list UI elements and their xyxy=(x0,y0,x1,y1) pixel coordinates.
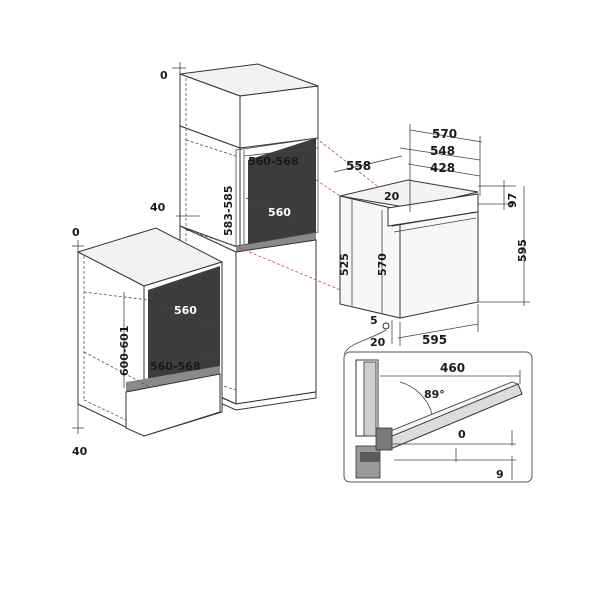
base-opening-height-label: 600-601 xyxy=(118,326,131,377)
oven-front-5-label: 5 xyxy=(370,314,378,327)
oven-width-595-label: 595 xyxy=(422,333,447,347)
oven-depth-428-label: 428 xyxy=(430,161,455,175)
oven-inset-20-top-label: 20 xyxy=(384,190,400,203)
oven-front-20-label: 20 xyxy=(370,336,386,349)
oven-side-558-label: 558 xyxy=(346,159,371,173)
base-top-zero-label: 0 xyxy=(72,226,80,239)
oven-body-height-570-label: 570 xyxy=(376,253,389,276)
door-gap-9-label: 9 xyxy=(496,468,504,481)
door-angle-label: 89° xyxy=(424,388,445,401)
oven-height-97-label: 97 xyxy=(506,193,519,208)
oven-total-height-595-label: 595 xyxy=(516,239,529,262)
door-gap-0-label: 0 xyxy=(458,428,466,441)
door-detail-inset: 460 89° 0 9 xyxy=(343,351,533,483)
base-opening-depth-label: 560 xyxy=(174,304,197,317)
base-cabinet: 0 40 600-601 560-568 560 xyxy=(72,226,224,458)
tall-opening-depth-label: 560 xyxy=(268,206,291,219)
oven: 570 548 428 558 20 97 595 525 570 5 20 5… xyxy=(333,124,530,355)
tall-opening-width-label: 560-568 xyxy=(248,155,299,168)
oven-body-height-525-label: 525 xyxy=(338,253,351,276)
door-open-460-label: 460 xyxy=(440,361,465,375)
base-bottom-40-label: 40 xyxy=(72,445,88,458)
connector-lines xyxy=(239,137,391,311)
oven-depth-570-label: 570 xyxy=(432,127,457,141)
base-opening-width-label: 560-568 xyxy=(150,360,201,373)
tall-top-zero-label: 0 xyxy=(160,69,168,82)
oven-depth-548-label: 548 xyxy=(430,144,455,158)
tall-opening-height-label: 583-585 xyxy=(222,186,235,237)
tall-side-40-label: 40 xyxy=(150,201,166,214)
